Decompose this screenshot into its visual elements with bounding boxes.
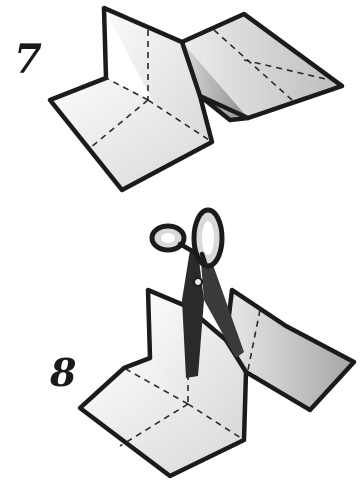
paper-fold-edge-2: [197, 93, 251, 121]
scissors-icon: [149, 207, 244, 378]
scissors-blade-right: [200, 250, 244, 358]
paper-panel-fold-shadow: [182, 42, 248, 120]
paper-panel-back-right: [182, 14, 342, 118]
paper-outline-step7: [47, 5, 345, 193]
fold-line: [119, 403, 189, 447]
fold-line: [187, 403, 245, 441]
fold-line: [105, 77, 149, 101]
paper-panel-right: [226, 290, 354, 410]
paper-fold-edge: [179, 39, 203, 99]
step-number-7: 7: [14, 36, 42, 83]
fold-line: [147, 99, 213, 143]
fold-line: [243, 59, 331, 81]
paper-panel-upright: [104, 8, 212, 142]
fold-line: [89, 99, 149, 149]
step-number-8: 8: [50, 350, 77, 395]
fold-line: [123, 367, 189, 405]
paper-panel-front-left: [80, 358, 244, 476]
folded-paper-illustration: [47, 5, 345, 193]
